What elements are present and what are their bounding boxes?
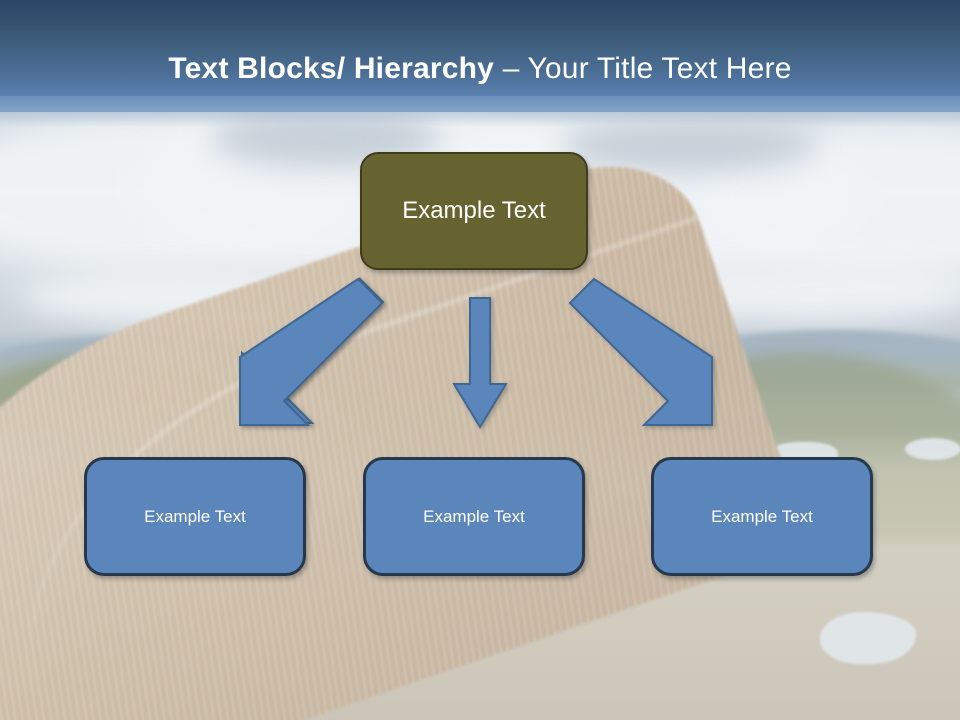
arrow-right [568, 276, 728, 426]
hierarchy-child-box-3[interactable]: Example Text [651, 457, 873, 576]
page-title-regular: Your Title Text Here [527, 52, 792, 85]
title-bar [0, 0, 960, 112]
lake-shape [905, 438, 960, 460]
hierarchy-root-box[interactable]: Example Text [360, 152, 588, 270]
hierarchy-child-box-2[interactable]: Example Text [363, 457, 585, 576]
title-bar-fade [0, 96, 960, 126]
page-title-bold: Text Blocks/ Hierarchy [168, 52, 503, 85]
hierarchy-child-label-3: Example Text [711, 506, 813, 526]
hierarchy-root-label: Example Text [402, 197, 546, 224]
hierarchy-child-box-1[interactable]: Example Text [84, 457, 306, 576]
hierarchy-child-label-1: Example Text [144, 506, 246, 526]
cloud-shadow [560, 118, 820, 173]
page-title: Text Blocks/ Hierarchy – Your Title Text… [0, 50, 960, 88]
arrow-center [452, 296, 508, 430]
page-title-separator: – [502, 52, 528, 85]
hierarchy-child-label-2: Example Text [423, 506, 525, 526]
lake-shape [820, 612, 916, 664]
arrow-left [238, 276, 398, 426]
